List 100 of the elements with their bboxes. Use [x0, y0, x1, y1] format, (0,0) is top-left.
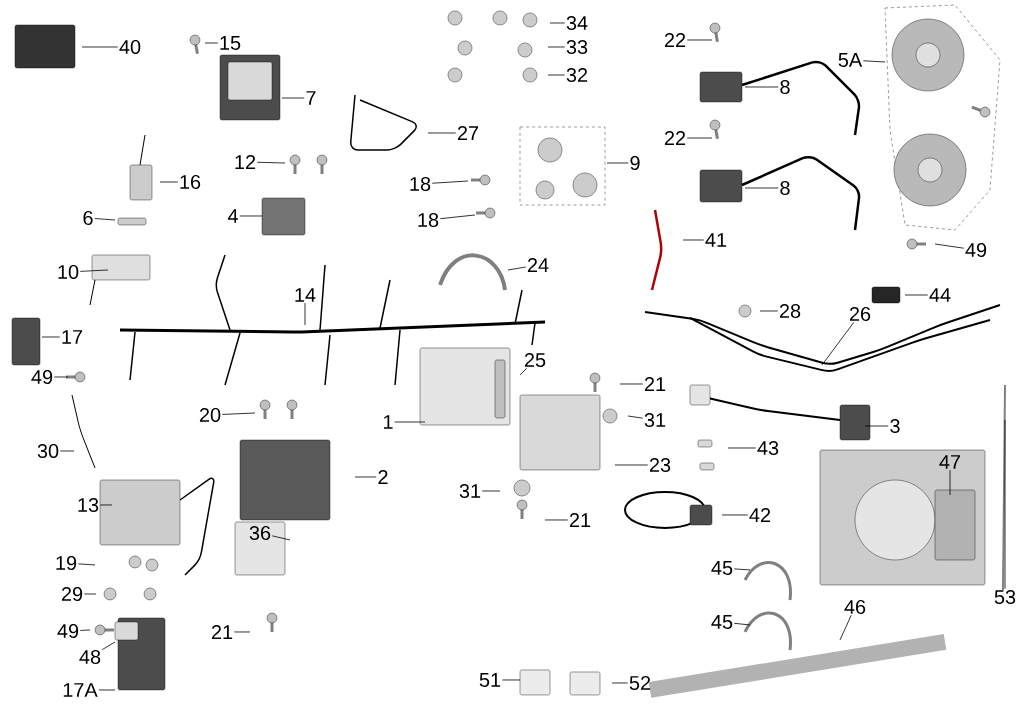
callout-number: 3	[890, 418, 900, 434]
leader-line	[98, 689, 116, 691]
callout-number: 23	[649, 457, 671, 473]
leader-line	[864, 425, 889, 427]
leader-line	[863, 60, 886, 63]
leader-line	[394, 421, 426, 423]
leader-line	[611, 682, 629, 684]
callout-number: 12	[235, 155, 256, 169]
leader-line	[354, 476, 377, 478]
callout-number: 36	[249, 525, 271, 541]
callout-number: 2	[378, 470, 388, 484]
callout-number: 52	[629, 675, 651, 691]
leader-line	[233, 631, 251, 633]
callout-number: 9	[630, 155, 640, 171]
callout-number: 48	[79, 649, 101, 665]
leader-line	[682, 239, 705, 241]
callout-number: 45	[711, 561, 733, 575]
leader-line	[759, 310, 779, 312]
leader-line	[79, 629, 91, 631]
leader-line	[614, 464, 649, 466]
leader-line	[281, 97, 305, 99]
leader-line	[427, 132, 457, 134]
callout-number: 7	[306, 91, 316, 105]
leader-line	[79, 269, 109, 272]
callout-number: 41	[705, 233, 727, 247]
callout-number: 13	[78, 497, 99, 513]
callout-number: 43	[757, 440, 779, 456]
leader-line	[304, 302, 306, 326]
callout-number: 44	[929, 288, 951, 302]
callout-number: 22	[664, 131, 686, 145]
callout-number: 46	[844, 599, 866, 615]
callout-number: 40	[119, 39, 141, 55]
leader-line	[547, 46, 566, 48]
leader-line	[733, 622, 751, 626]
leader-line	[949, 469, 951, 496]
leader-line	[519, 367, 528, 376]
callout-number: 53	[994, 589, 1016, 605]
leader-line	[686, 39, 713, 41]
leader-line	[101, 641, 116, 650]
callout-number: 15	[220, 36, 241, 50]
callout-number: 18	[418, 212, 439, 228]
callout-number: 31	[644, 412, 666, 428]
leader-line	[744, 86, 779, 88]
leader-line	[439, 214, 476, 220]
leader-line	[271, 535, 291, 541]
callout-number: 32	[566, 67, 588, 83]
callout-number: 29	[61, 586, 83, 602]
callout-number: 30	[37, 443, 59, 459]
callout-number: 21	[644, 377, 666, 391]
callout-number: 19	[56, 555, 77, 571]
leader-line	[619, 383, 644, 385]
callout-number: 17	[62, 330, 83, 344]
leader-line	[94, 218, 116, 221]
leader-line	[99, 504, 113, 506]
leader-line	[606, 162, 629, 164]
leader-line	[686, 137, 713, 139]
leader-line	[733, 568, 751, 571]
callout-number: 5A	[838, 53, 863, 67]
callout-number: 21	[569, 513, 591, 527]
leader-line	[77, 563, 96, 566]
callout-number: 20	[199, 407, 221, 423]
leader-line	[83, 593, 97, 595]
callout-number: 28	[779, 303, 801, 319]
callout-number: 33	[566, 39, 588, 55]
callout-number: 8	[780, 180, 790, 196]
leader-line	[239, 215, 263, 217]
leader-line	[744, 187, 779, 189]
callout-number: 21	[211, 625, 233, 639]
leader-line	[53, 376, 69, 378]
callout-number: 1	[384, 415, 393, 429]
leader-line	[839, 614, 852, 641]
leader-line	[41, 336, 61, 338]
callout-number: 47	[939, 455, 961, 469]
leader-line	[431, 180, 469, 184]
callout-number: 22	[664, 33, 686, 47]
callout-number: 45	[711, 615, 733, 629]
callout-number: 51	[479, 673, 501, 687]
callout-number: 49	[31, 369, 53, 385]
leader-line	[501, 679, 521, 681]
callout-number: 14	[295, 288, 316, 302]
leader-line	[934, 243, 965, 249]
leader-line	[727, 447, 757, 449]
leader-line	[549, 22, 566, 24]
leader-line	[59, 450, 75, 452]
callout-number: 49	[57, 623, 79, 639]
leader-line	[507, 266, 527, 271]
leader-line	[221, 412, 256, 415]
leader-line	[204, 42, 219, 44]
callout-number: 49	[965, 242, 987, 258]
callout-number: 31	[459, 483, 481, 499]
leader-line	[547, 74, 566, 76]
callout-number: 42	[749, 508, 771, 522]
leader-line	[821, 321, 855, 366]
leader-line	[159, 181, 179, 183]
leader-line	[544, 519, 569, 521]
callout-number: 17A	[63, 683, 98, 697]
callout-number: 4	[227, 209, 238, 223]
callout-number: 34	[566, 15, 588, 31]
callout-number: 10	[58, 264, 79, 280]
leader-line	[904, 294, 929, 296]
